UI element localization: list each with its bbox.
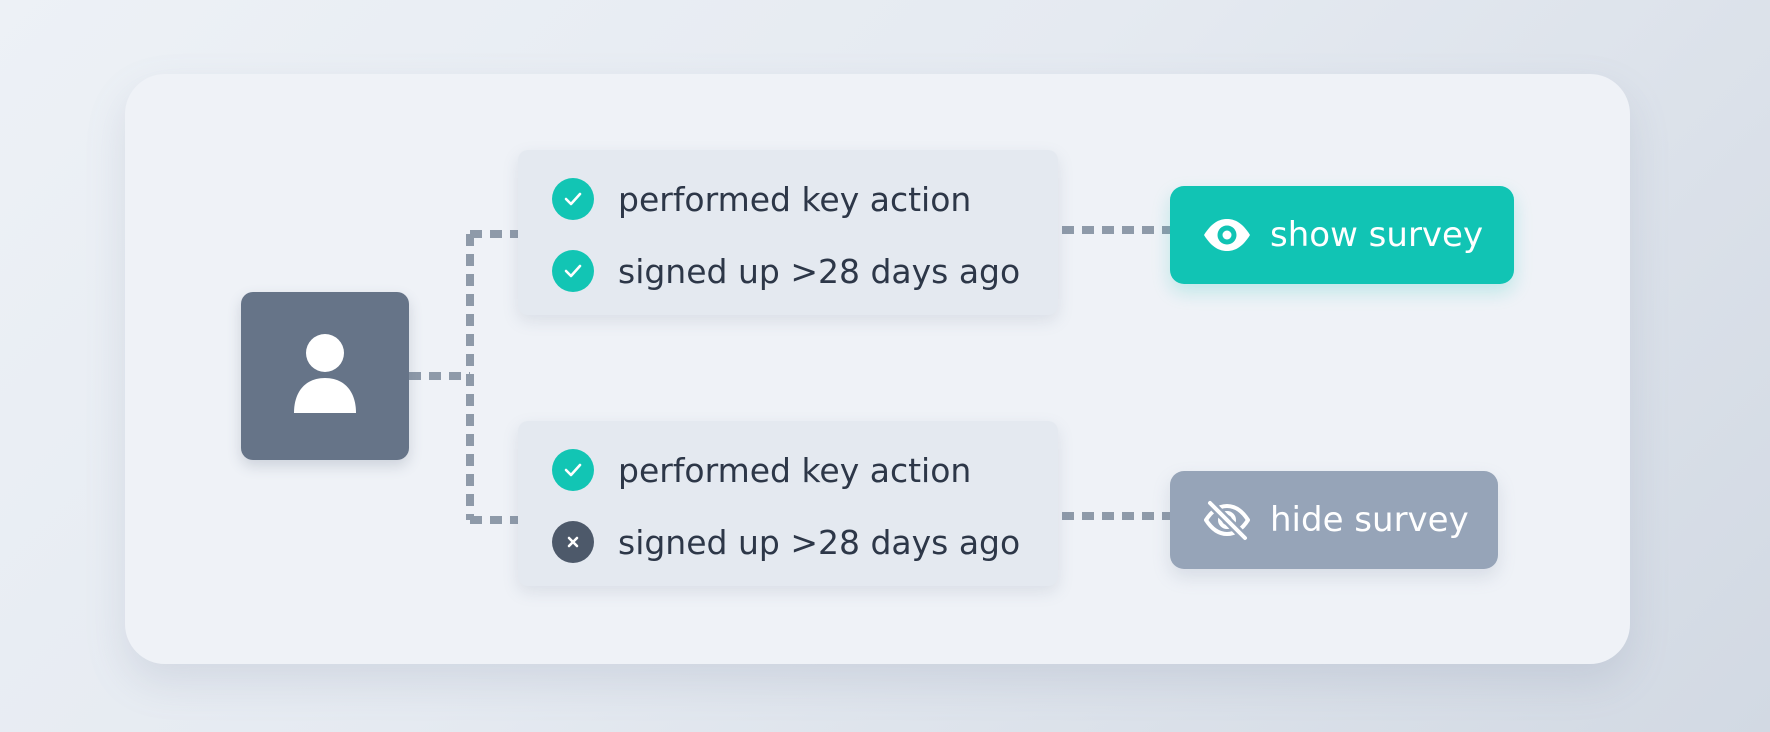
- eye-off-icon: [1202, 495, 1252, 545]
- cross-icon: [552, 521, 594, 563]
- show-survey-label: show survey: [1270, 215, 1484, 255]
- condition-row: performed key action: [552, 448, 971, 492]
- condition-row: signed up >28 days ago: [552, 249, 1020, 293]
- condition-row: signed up >28 days ago: [552, 520, 1020, 564]
- condition-panel-show: performed key action signed up >28 days …: [518, 150, 1058, 315]
- condition-label: performed key action: [618, 450, 972, 490]
- hide-survey-action: hide survey: [1170, 471, 1498, 569]
- check-icon: [552, 178, 594, 220]
- hide-survey-label: hide survey: [1270, 500, 1469, 540]
- condition-label: signed up >28 days ago: [618, 522, 1021, 562]
- condition-label: signed up >28 days ago: [618, 251, 1021, 291]
- show-survey-action: show survey: [1170, 186, 1514, 284]
- check-icon: [552, 250, 594, 292]
- condition-row: performed key action: [552, 177, 971, 221]
- user-icon: [292, 333, 358, 419]
- condition-panel-hide: performed key action signed up >28 days …: [518, 421, 1058, 586]
- condition-label: performed key action: [618, 179, 972, 219]
- eye-icon: [1202, 210, 1252, 260]
- user-avatar: [241, 292, 409, 460]
- check-icon: [552, 449, 594, 491]
